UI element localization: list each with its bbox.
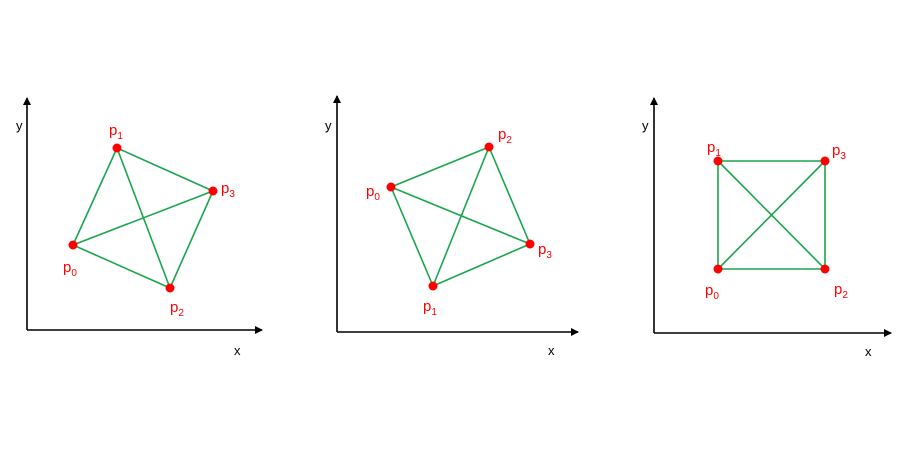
edge-p1-p3	[116, 147, 214, 192]
point-label-subscript: 1	[117, 131, 123, 142]
point-label-letter: p	[423, 298, 431, 315]
point-label-letter: p	[221, 180, 229, 197]
point-p0	[713, 264, 723, 274]
point-label-subscript: 2	[178, 308, 184, 319]
point-label-letter: p	[498, 126, 506, 143]
point-label-letter: p	[170, 299, 178, 316]
point-p1	[112, 143, 122, 153]
point-label-letter: p	[707, 139, 715, 156]
point-label-subscript: 3	[229, 189, 235, 200]
edge-p0-p2	[390, 146, 490, 188]
point-label-p0: p0	[705, 282, 719, 302]
edge-p3-p0	[72, 190, 214, 246]
point-label-letter: p	[705, 282, 713, 299]
point-label-subscript: 1	[431, 307, 437, 318]
point-label-letter: p	[109, 122, 117, 139]
point-label-p0: p0	[366, 183, 380, 203]
point-label-letter: p	[832, 142, 840, 159]
point-label-subscript: 0	[713, 291, 719, 302]
point-label-subscript: 0	[374, 192, 380, 203]
point-label-letter: p	[834, 281, 842, 298]
x-axis-label: x	[865, 344, 872, 359]
point-label-letter: p	[538, 241, 546, 258]
y-axis-label: y	[642, 118, 649, 133]
edge-p2-p3	[169, 190, 214, 289]
point-p2	[484, 142, 494, 152]
point-label-subscript: 1	[715, 148, 721, 159]
point-label-subscript: 3	[840, 151, 846, 162]
point-label-p3: p3	[221, 180, 235, 200]
point-p0	[68, 240, 78, 250]
y-axis-label: y	[16, 118, 23, 133]
point-p2	[820, 264, 830, 274]
point-label-subscript: 2	[506, 135, 512, 146]
point-p3	[208, 186, 218, 196]
point-label-subscript: 2	[842, 290, 848, 301]
y-axis-label: y	[325, 118, 332, 133]
point-p0	[386, 182, 396, 192]
edge-p3-p0	[390, 186, 531, 245]
edge-p2-p3	[488, 146, 531, 245]
point-label-p3: p3	[832, 142, 846, 162]
point-label-letter: p	[63, 259, 71, 276]
point-label-p2: p2	[498, 126, 512, 146]
point-p1	[428, 281, 438, 291]
edge-p3-p0	[717, 160, 826, 270]
edge-p0-p2	[72, 244, 171, 289]
point-label-p2: p2	[834, 281, 848, 301]
point-label-subscript: 0	[71, 268, 77, 279]
x-axis-label: x	[548, 343, 555, 358]
point-p2	[165, 283, 175, 293]
point-label-p1: p1	[423, 298, 437, 318]
point-label-subscript: 3	[546, 250, 552, 261]
point-label-letter: p	[366, 183, 374, 200]
point-label-p1: p1	[707, 139, 721, 159]
point-label-p2: p2	[170, 299, 184, 319]
edge-p0-p1	[390, 186, 434, 287]
point-label-p3: p3	[538, 241, 552, 261]
edge-p1-p3	[432, 243, 531, 287]
x-axis-label: x	[234, 343, 241, 358]
point-label-p0: p0	[63, 259, 77, 279]
point-p3	[820, 156, 830, 166]
edge-p0-p1	[72, 147, 118, 246]
point-p3	[525, 239, 535, 249]
point-label-p1: p1	[109, 122, 123, 142]
point-p1	[713, 156, 723, 166]
